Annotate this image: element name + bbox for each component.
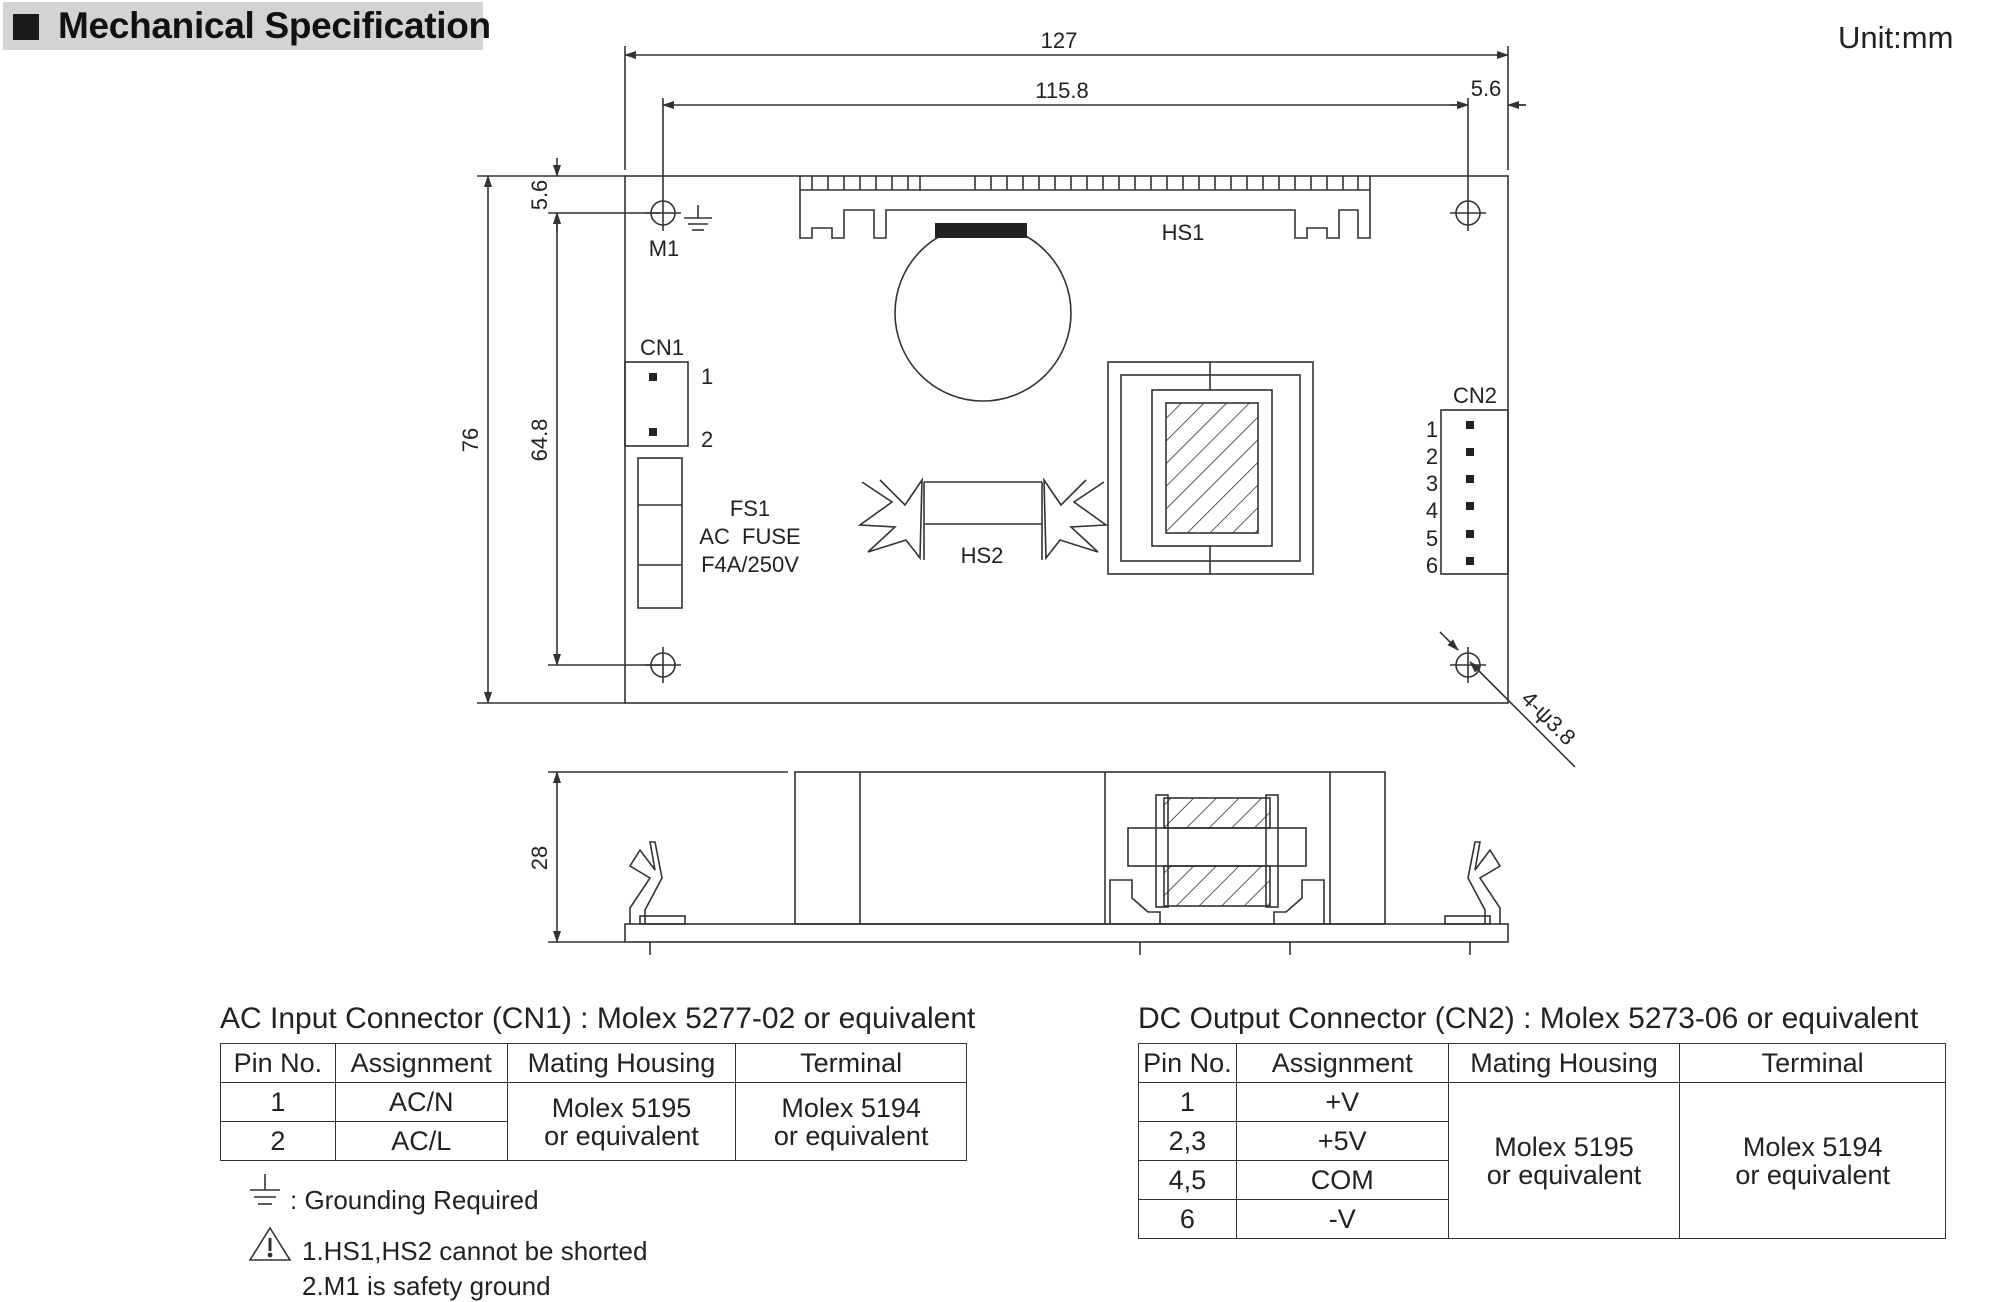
col-header-housing: Mating Housing bbox=[1447, 1043, 1681, 1083]
pin-cell: 1 bbox=[1138, 1082, 1237, 1122]
col-header-terminal: Terminal bbox=[1679, 1043, 1946, 1083]
warning-note-1: 1.HS1,HS2 cannot be shorted bbox=[302, 1236, 648, 1266]
transformer bbox=[1107, 361, 1314, 575]
grounding-icon bbox=[250, 1174, 280, 1205]
col-header-housing: Mating Housing bbox=[506, 1043, 737, 1083]
terminal-line-2: or equivalent bbox=[1735, 1159, 1890, 1190]
cn2-connector bbox=[1440, 409, 1509, 575]
assignment-cell: AC/N bbox=[334, 1082, 508, 1122]
ac-table-title: AC Input Connector (CN1) : Molex 5277-02… bbox=[220, 1002, 976, 1035]
m1-label: M1 bbox=[649, 236, 680, 261]
pin-cell: 4,5 bbox=[1138, 1160, 1237, 1200]
cn1-pin-2: 2 bbox=[701, 427, 713, 452]
housing-line-1: Molex 5195 bbox=[551, 1092, 692, 1123]
table-header-row: Pin No. Assignment Mating Housing Termin… bbox=[1138, 1043, 1946, 1083]
warning-note-2: 2.M1 is safety ground bbox=[302, 1271, 551, 1301]
cn1-connector bbox=[624, 361, 689, 447]
cn2-pin-5: 5 bbox=[1426, 526, 1438, 551]
cn1-pin-1: 1 bbox=[701, 364, 713, 389]
terminal-line-1: Molex 5194 bbox=[1742, 1131, 1883, 1162]
side-view bbox=[624, 771, 1509, 955]
capacitor bbox=[894, 224, 1072, 402]
fuse-label-2: AC FUSE bbox=[699, 524, 800, 549]
assignment-cell: +V bbox=[1235, 1082, 1449, 1122]
mounting-hole-m1 bbox=[645, 195, 681, 231]
grounding-note: : Grounding Required bbox=[290, 1185, 539, 1215]
unit-label: Unit:mm bbox=[1838, 20, 1954, 55]
cn1-label: CN1 bbox=[640, 335, 684, 360]
cn2-pin-3: 3 bbox=[1426, 471, 1438, 496]
hs2-label: HS2 bbox=[961, 543, 1004, 568]
terminal-line-2: or equivalent bbox=[773, 1120, 929, 1151]
cn2-pin-6: 6 bbox=[1426, 553, 1438, 578]
fuse-fs1 bbox=[637, 457, 683, 609]
mounting-hole-top-right bbox=[1450, 195, 1486, 231]
terminal-line-1: Molex 5194 bbox=[781, 1092, 921, 1123]
dim-28: 28 bbox=[527, 846, 552, 870]
dimension-lines bbox=[477, 46, 1576, 943]
header-square-icon bbox=[13, 14, 39, 40]
assignment-cell: -V bbox=[1235, 1199, 1449, 1239]
hs1-heatsink bbox=[799, 176, 1371, 239]
section-header: Mechanical Specification bbox=[3, 2, 491, 50]
dim-127: 127 bbox=[1041, 28, 1078, 53]
ground-icon bbox=[684, 205, 712, 231]
col-header-terminal: Terminal bbox=[735, 1043, 967, 1083]
mounting-hole-bottom-left bbox=[645, 647, 681, 683]
assignment-cell: AC/L bbox=[334, 1121, 508, 1161]
cn2-pin-4: 4 bbox=[1426, 498, 1438, 523]
hs2-heatsink bbox=[857, 477, 1109, 561]
dim-5-6-vertical: 5.6 bbox=[527, 180, 552, 211]
dim-115-8: 115.8 bbox=[1035, 78, 1088, 103]
pin-cell: 6 bbox=[1138, 1199, 1237, 1239]
assignment-cell: COM bbox=[1235, 1160, 1449, 1200]
cn2-pin-1: 1 bbox=[1426, 417, 1438, 442]
cn2-pin-2: 2 bbox=[1426, 444, 1438, 469]
connector-pins bbox=[649, 223, 1474, 565]
pin-cell: 2 bbox=[220, 1121, 336, 1161]
cn2-label: CN2 bbox=[1453, 383, 1497, 408]
housing-line-2: or equivalent bbox=[544, 1120, 699, 1151]
col-header-pin: Pin No. bbox=[220, 1043, 336, 1083]
dc-table-title: DC Output Connector (CN2) : Molex 5273-0… bbox=[1138, 1002, 1919, 1035]
dim-64-8: 64.8 bbox=[527, 419, 552, 462]
table-header-row: Pin No. Assignment Mating Housing Termin… bbox=[220, 1043, 967, 1083]
warning-icon bbox=[248, 1226, 292, 1261]
ac-connector-table: Pin No. Assignment Mating Housing Termin… bbox=[220, 1043, 967, 1161]
pin-cell: 1 bbox=[220, 1082, 336, 1122]
table-row: 2 AC/L bbox=[220, 1121, 967, 1161]
pin-cell: 2,3 bbox=[1138, 1121, 1237, 1161]
col-header-pin: Pin No. bbox=[1138, 1043, 1237, 1083]
table-row: 4,5 COM bbox=[1138, 1160, 1946, 1200]
fuse-label-3: F4A/250V bbox=[701, 552, 799, 577]
hs1-label: HS1 bbox=[1162, 220, 1205, 245]
fuse-label-1: FS1 bbox=[730, 496, 770, 521]
dim-76: 76 bbox=[458, 428, 483, 452]
dc-connector-table: Pin No. Assignment Mating Housing Termin… bbox=[1138, 1043, 1946, 1239]
dim-5-6-horizontal: 5.6 bbox=[1471, 76, 1502, 101]
col-header-assignment: Assignment bbox=[334, 1043, 508, 1083]
housing-line-2: or equivalent bbox=[1486, 1159, 1642, 1190]
capacitor-band bbox=[935, 223, 1027, 238]
housing-line-1: Molex 5195 bbox=[1494, 1131, 1634, 1162]
col-header-assignment: Assignment bbox=[1235, 1043, 1449, 1083]
board-outline bbox=[624, 175, 1509, 704]
assignment-cell: +5V bbox=[1235, 1121, 1449, 1161]
table-row: 2,3 +5V bbox=[1138, 1121, 1946, 1161]
table-row: 6 -V bbox=[1138, 1199, 1946, 1239]
section-title: Mechanical Specification bbox=[58, 5, 491, 46]
mounting-hole-bottom-right bbox=[1450, 647, 1486, 683]
